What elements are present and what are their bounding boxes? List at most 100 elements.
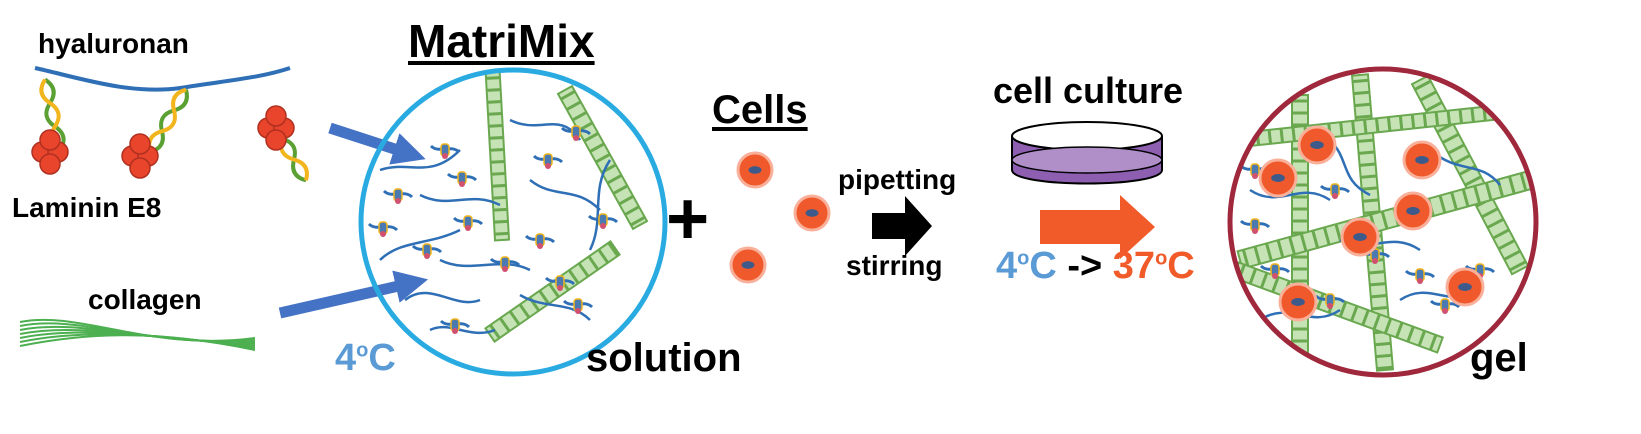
heat-arrow (1040, 195, 1155, 259)
fiber-stripe (1428, 334, 1438, 351)
dish-liquid-top (1011, 146, 1163, 174)
fiber-stripe (1470, 107, 1475, 123)
laminin-ball (129, 157, 151, 179)
fiber-stripe (1481, 207, 1499, 219)
mini-dot (557, 285, 563, 291)
fiber-stripe (1370, 294, 1387, 299)
solution-molecule (452, 215, 484, 231)
gel-circle-outline (1227, 66, 1539, 378)
solution-molecule (562, 298, 594, 314)
fiber-stripe (1362, 198, 1379, 203)
fiber-stripe (1425, 101, 1443, 113)
collagen-label: collagen (88, 284, 202, 315)
fiber-stripe (1353, 90, 1370, 96)
mini-dot (502, 266, 508, 272)
fiber-stripe (1419, 90, 1438, 102)
fiber-stripe (1486, 217, 1505, 229)
mini-dot (573, 135, 579, 141)
fiber-stripe (487, 100, 502, 104)
laminin-ball (39, 129, 61, 151)
cell-1 (736, 151, 774, 189)
fiber-stripe (1338, 301, 1348, 318)
fiber-stripe (1447, 143, 1465, 155)
fiber-stripe (607, 241, 619, 257)
gel-cell-3 (1258, 158, 1298, 198)
temp-start-unit: C (368, 337, 396, 379)
mini-dot (424, 253, 430, 259)
fiber-stripe (597, 248, 610, 264)
fiber-stripe (1351, 120, 1356, 135)
fiber-stripe (1383, 317, 1393, 334)
fiber-stripe (1288, 236, 1296, 255)
mini-dot (1417, 278, 1423, 284)
cell-nucleus (1291, 298, 1305, 306)
mini-dot (452, 328, 458, 334)
mini-dot (1252, 173, 1258, 179)
fiber-stripe (1279, 128, 1284, 143)
plus-sign: + (666, 177, 710, 260)
gel-hyaluronan (1249, 188, 1331, 202)
hyaluronan-laminin-icon (31, 66, 309, 183)
mini-dot (395, 198, 401, 204)
fiber-stripe (1410, 114, 1416, 129)
arrow-hyaluronan-to-solution (328, 122, 426, 165)
transition-to-unit: C (1167, 245, 1195, 287)
solution-molecule (429, 143, 461, 159)
helix-strand-yellow (147, 87, 187, 153)
fiber-stripe (1368, 270, 1385, 275)
mini-dot (1327, 303, 1333, 309)
laminin-cluster-2 (121, 133, 159, 179)
solution-molecule (446, 171, 478, 187)
fiber-stripe (1446, 110, 1452, 125)
solution-fiber-1 (483, 70, 511, 242)
solution-molecule (367, 221, 399, 237)
fiber-stripe (1354, 102, 1371, 108)
solution-hyaluronan (404, 291, 481, 304)
fiber-stripe (1243, 132, 1249, 147)
fiber-stripe (1503, 249, 1521, 261)
fiber-stripe (1259, 272, 1269, 289)
fiber-stripe (1291, 127, 1296, 142)
cell-nucleus (1353, 233, 1367, 241)
fiber-stripe (1438, 195, 1447, 214)
cells-icon (729, 151, 831, 284)
fiber-stripe (1508, 175, 1516, 195)
solution-contents (367, 70, 649, 343)
matrimix-title: MatriMix (408, 15, 595, 67)
fiber-stripe (485, 76, 501, 80)
gel-label: gel (1470, 336, 1528, 380)
cell-nucleus (1458, 283, 1472, 291)
pipetting-label: pipetting (838, 164, 957, 195)
solution-circle-icon (358, 67, 668, 377)
fiber-stripe (1492, 228, 1510, 240)
mini-dot (1372, 258, 1378, 264)
cells-title: Cells (712, 88, 808, 132)
fiber-stripe (1248, 268, 1258, 285)
fiber-stripe (1417, 330, 1427, 347)
gel-cell-7 (1278, 282, 1318, 322)
fiber-stripe (1414, 79, 1432, 91)
collagen-fibers-icon (19, 318, 256, 351)
fiber-stripe (1316, 293, 1325, 310)
cell-nucleus (748, 166, 762, 174)
fiber-stripe (595, 152, 611, 164)
fiber-stripe (1350, 305, 1359, 322)
mini-dot (1272, 273, 1278, 279)
fiber-stripe (1453, 154, 1471, 166)
cell-nucleus (741, 261, 755, 269)
solution-hyaluronan (429, 325, 496, 335)
fiber-stripe (1406, 326, 1415, 343)
fiber-stripe (1434, 111, 1440, 127)
fiber-stripe (1509, 260, 1527, 272)
transition-from-degree: o (1017, 247, 1030, 270)
stirring-label: stirring (846, 250, 943, 281)
fiber-stripe (1422, 113, 1428, 128)
mini-dot (380, 231, 386, 237)
fiber-stripe (566, 100, 582, 111)
arrow-collagen-to-solution (278, 270, 429, 319)
fiber-stripe (1253, 246, 1262, 265)
fiber-stripe (518, 303, 531, 319)
solution-molecule (411, 243, 443, 259)
fiber-stripe (1311, 230, 1320, 249)
fiber-stripe (1355, 114, 1372, 120)
